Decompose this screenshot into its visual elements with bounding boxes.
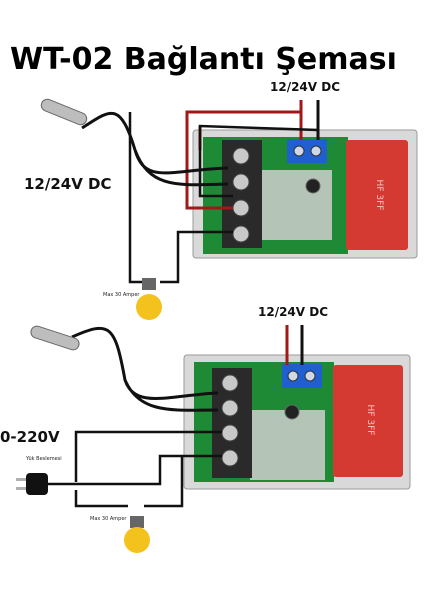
top-supply-label-top: 12/24V DC	[270, 80, 341, 94]
bottom-plug-pin-2	[16, 487, 26, 490]
bottom-relay-text: HF 3FF	[365, 405, 375, 436]
bottom-screws	[221, 374, 239, 467]
top-relay-text: HF 3FF	[374, 180, 384, 211]
bottom-blue-terminal	[282, 364, 322, 388]
top-supply-label-left: 12/24V DC	[24, 175, 112, 193]
top-relay	[346, 140, 408, 250]
top-terminal-screw-2	[310, 145, 322, 157]
bottom-plug-label: Yük Beslemesi	[26, 456, 62, 462]
top-lamp-wire-right	[160, 230, 233, 284]
top-capacitor	[305, 178, 321, 194]
bottom-diagram: HF 3FF	[16, 325, 411, 553]
top-terminal-screw-1	[293, 145, 305, 157]
bottom-capacitor	[284, 404, 300, 420]
bottom-relay	[333, 365, 403, 477]
top-blue-terminal	[287, 139, 327, 163]
bottom-board-panel	[250, 410, 325, 480]
bottom-mains-label: 0-220V	[0, 428, 60, 446]
bottom-bulb-base	[130, 516, 144, 528]
bottom-supply-label-top: 12/24V DC	[258, 305, 329, 319]
bottom-plug	[26, 473, 48, 495]
bottom-mains-wire-top	[74, 430, 222, 482]
bottom-probe-cable	[71, 327, 219, 412]
top-lamp-wire-left	[128, 112, 150, 284]
bottom-terminal-screw-2	[304, 370, 316, 382]
bottom-mains-wire-mid	[45, 454, 222, 486]
bottom-terminal-screw-1	[287, 370, 299, 382]
page-title: WT-02 Bağlantı Şeması	[10, 42, 397, 77]
top-black-wire-frame	[198, 124, 319, 198]
bottom-bulb-label: Max 30 Amper	[90, 516, 127, 522]
bottom-lamp-wire-left	[74, 490, 128, 508]
bottom-probe-tip	[30, 325, 80, 351]
top-probe-tip	[40, 98, 88, 126]
bottom-lamp-wire-right	[144, 456, 184, 508]
top-screws	[232, 147, 250, 243]
top-board-panel	[262, 170, 332, 240]
top-probe-cable	[81, 112, 229, 187]
top-diagram: HF 3FF	[40, 98, 418, 320]
top-bulb-base	[142, 278, 156, 290]
top-red-wire-2	[185, 110, 301, 210]
bottom-plug-pin-1	[16, 478, 26, 481]
bottom-bulb	[124, 527, 150, 553]
top-bulb-label: Max 30 Amper	[103, 292, 140, 298]
top-bulb	[136, 294, 162, 320]
